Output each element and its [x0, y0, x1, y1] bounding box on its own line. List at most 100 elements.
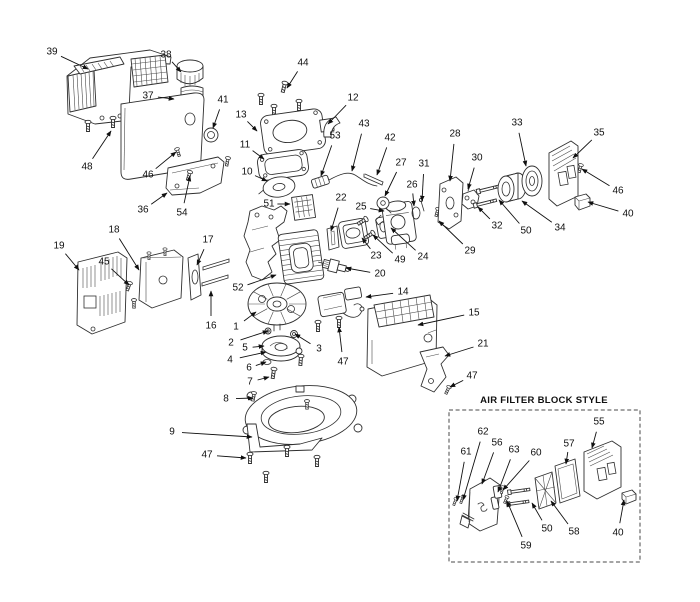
leader-line-18 [118, 238, 140, 271]
leader-line-19 [65, 253, 80, 271]
callout-26: 26 [406, 180, 418, 191]
leader-line-21 [444, 346, 474, 357]
callout-30: 30 [471, 153, 483, 164]
callout-52: 52 [232, 283, 244, 294]
fuel-elbow [376, 196, 392, 214]
leader-line-49 [372, 234, 394, 254]
leader-line-36 [150, 192, 168, 205]
callout-40: 40 [612, 528, 624, 539]
leader-line-30 [467, 167, 475, 190]
fuel-cap [176, 59, 204, 87]
callout-56: 56 [491, 438, 503, 449]
callout-7: 7 [247, 377, 253, 388]
muffler-cover [76, 251, 128, 335]
screw [262, 470, 270, 483]
callout-27: 27 [395, 158, 407, 169]
leader-line-46 [155, 151, 177, 170]
callout-45: 45 [98, 257, 110, 268]
callout-20: 20 [374, 269, 386, 280]
screw [246, 451, 254, 464]
callout-36: 36 [137, 205, 149, 216]
leader-line-23 [361, 237, 371, 250]
screw [296, 353, 305, 367]
callout-50: 50 [520, 226, 532, 237]
left-grille [72, 70, 95, 111]
inset-box [448, 409, 641, 563]
callout-43: 43 [358, 119, 370, 130]
callout-38: 38 [160, 50, 172, 61]
leader-line-42 [376, 147, 388, 176]
leader-line-11 [252, 150, 265, 160]
leader-line-48 [92, 130, 112, 159]
callout-63: 63 [508, 445, 520, 456]
leader-line-47 [337, 326, 343, 353]
leader-line-50 [498, 199, 520, 224]
callout-61: 61 [460, 447, 472, 458]
washer [295, 347, 303, 355]
callout-11: 11 [240, 140, 251, 151]
leader-line-59 [506, 500, 523, 537]
muffler [138, 247, 184, 309]
airbox-gasket [257, 149, 309, 181]
leader-line-15 [417, 314, 465, 327]
screw [313, 454, 321, 467]
inset-choke-knob [621, 489, 637, 505]
leader-line-4 [239, 350, 267, 359]
carb-gasket [326, 225, 340, 251]
callout-60: 60 [530, 448, 542, 459]
callout-16: 16 [205, 321, 217, 332]
leader-line-1 [243, 311, 257, 322]
leader-line-50 [531, 502, 543, 521]
callout-53: 53 [329, 131, 341, 142]
callout-62: 62 [477, 427, 489, 438]
leader-line-2 [240, 330, 269, 341]
reed-plate [291, 194, 317, 221]
leader-line-31 [419, 173, 425, 202]
fuel-line [363, 173, 384, 186]
throttle-rod [328, 172, 378, 187]
callout-3: 3 [316, 344, 322, 355]
blower-housing [242, 385, 363, 453]
callout-5: 5 [242, 343, 248, 354]
leader-line-9 [181, 432, 253, 440]
choke-knob [574, 193, 591, 211]
leader-line-58 [550, 500, 569, 525]
leader-line-34 [521, 200, 553, 223]
o-ring [411, 206, 421, 220]
engine-cover [66, 49, 172, 125]
leader-line-44 [286, 71, 298, 89]
leader-line-27 [384, 171, 398, 197]
leader-line-24 [390, 227, 416, 251]
leader-line-33 [518, 132, 528, 167]
leader-line-20 [345, 266, 371, 273]
callout-39: 39 [46, 47, 58, 58]
ignition-module [317, 286, 365, 318]
leader-line-12 [327, 104, 347, 125]
callout-55: 55 [593, 417, 605, 428]
cover-bracket [419, 346, 450, 393]
callout-33: 33 [511, 118, 523, 129]
leader-line-32 [477, 206, 491, 220]
leader-line-40 [619, 499, 626, 524]
callout-37: 37 [142, 91, 154, 102]
callout-51: 51 [263, 199, 275, 210]
callout-1: 1 [233, 322, 239, 333]
leader-line-38 [171, 61, 182, 73]
leader-line-29 [438, 220, 464, 245]
callout-47: 47 [337, 357, 349, 368]
callout-6: 6 [246, 363, 252, 374]
screw [269, 366, 278, 380]
callout-48: 48 [81, 162, 93, 173]
callout-18: 18 [108, 225, 120, 236]
callout-8: 8 [223, 394, 229, 405]
leader-line-62 [462, 441, 481, 501]
callout-28: 28 [449, 129, 461, 140]
screw [335, 315, 343, 328]
callout-57: 57 [563, 439, 575, 450]
callout-42: 42 [384, 133, 396, 144]
leader-line-47 [449, 379, 464, 388]
airbox-plate [258, 176, 296, 198]
